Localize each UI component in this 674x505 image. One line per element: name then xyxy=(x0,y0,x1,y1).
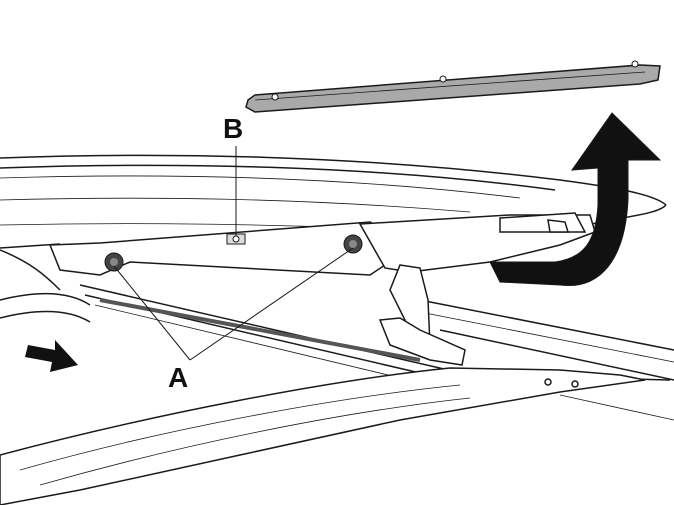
callout-a: A xyxy=(168,362,189,393)
fastener-a-right xyxy=(343,234,363,254)
curved-up-arrow xyxy=(489,112,662,287)
fastener-a-left xyxy=(104,252,124,272)
roof-contour xyxy=(0,154,674,421)
hinge-arm xyxy=(48,212,596,366)
removed-trim-strip xyxy=(245,60,661,113)
callout-b: B xyxy=(223,113,244,144)
left-down-arrow xyxy=(25,340,78,372)
leader-lines xyxy=(113,146,354,361)
lower-frame xyxy=(0,367,646,505)
